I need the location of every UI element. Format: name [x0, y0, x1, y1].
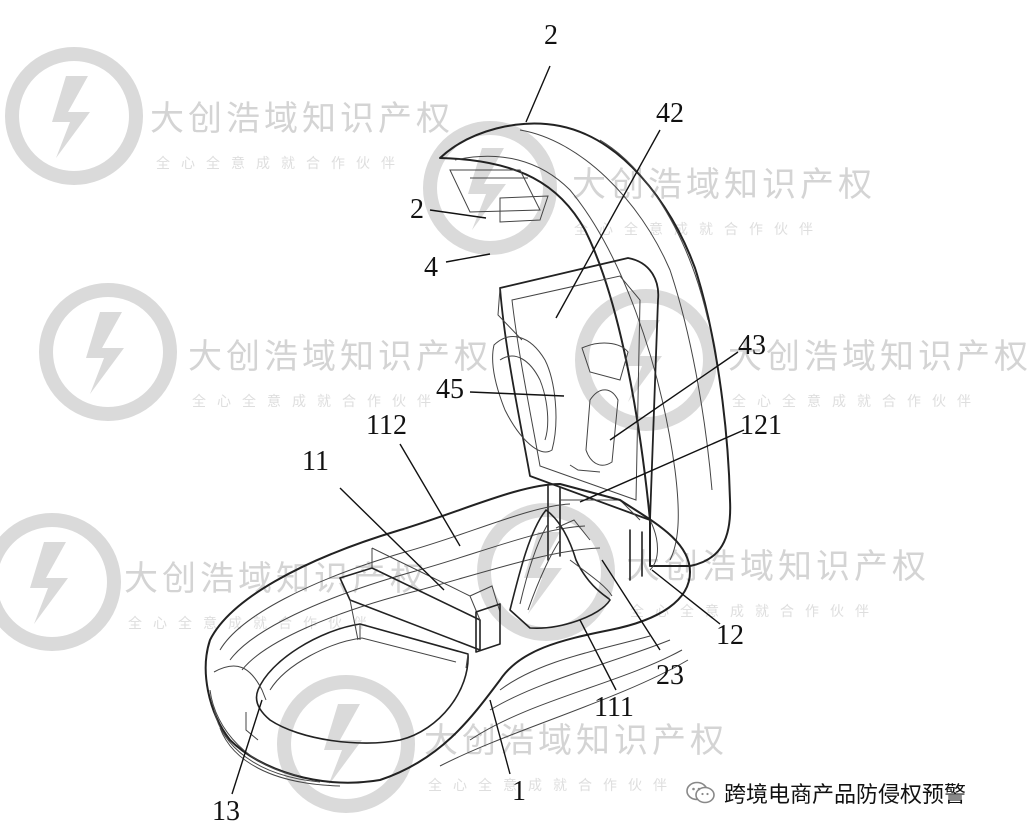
- ramp: [509, 509, 611, 629]
- watermark-subtitle: 全心全意成就合作伙伴: [192, 393, 442, 410]
- ref-label: 4: [424, 252, 438, 283]
- ref-label: 45: [436, 374, 464, 405]
- ref-label: 23: [656, 660, 684, 691]
- ref-label: 13: [212, 796, 240, 827]
- watermark-subtitle: 全心全意成就合作伙伴: [428, 777, 678, 794]
- lid-shell: [439, 122, 732, 567]
- watermark-title: 大创浩域知识产权: [150, 99, 454, 139]
- watermark-title: 大创浩域知识产权: [728, 337, 1032, 377]
- watermark-title: 大创浩域知识产权: [124, 559, 428, 599]
- watermark-logo-icon: [5, 47, 143, 185]
- ref-label: 121: [740, 410, 782, 441]
- watermark-subtitle: 全心全意成就合作伙伴: [156, 155, 406, 172]
- leader-lines: [231, 65, 745, 795]
- ref-label: 2: [544, 20, 558, 51]
- watermark-title: 大创浩域知识产权: [188, 337, 492, 377]
- ref-label: 112: [366, 410, 407, 441]
- watermark-logo-icon: [0, 513, 121, 651]
- device-illustration: [204, 122, 732, 787]
- watermark-logo-icon: [277, 675, 415, 813]
- tray-slot: [585, 389, 619, 466]
- base-shell: [204, 483, 691, 784]
- source-caption: 跨境电商产品防侵权预警: [686, 778, 966, 808]
- hinge-post: [547, 485, 561, 561]
- ref-label: 111: [594, 692, 634, 723]
- watermark-subtitle: 全心全意成就合作伙伴: [574, 221, 824, 238]
- watermark-subtitle: 全心全意成就合作伙伴: [630, 603, 880, 620]
- watermark-logo-icon: [575, 289, 717, 431]
- watermark-logo-icon: [423, 121, 557, 255]
- wechat-icon: [686, 781, 715, 804]
- watermark-title: 大创浩域知识产权: [572, 165, 876, 205]
- base-cavity: [255, 623, 469, 744]
- watermark-logo-icon: [39, 283, 177, 421]
- ref-label: 12: [716, 620, 744, 651]
- reference-labels: 2 42 2 4 43 45 112 121 11 12 23 111 1 13: [212, 20, 782, 827]
- watermark-subtitle: 全心全意成就合作伙伴: [732, 393, 982, 410]
- lid-inner-rim: [454, 155, 679, 561]
- tray-pocket: [492, 336, 557, 453]
- caption-text: 跨境电商产品防侵权预警: [724, 783, 967, 808]
- tray-panel: [499, 257, 660, 521]
- ref-label: 2: [410, 194, 424, 225]
- ref-label: 42: [656, 98, 684, 129]
- ref-label: 1: [512, 776, 526, 807]
- compartment-wall: [339, 567, 481, 651]
- watermark-title: 大创浩域知识产权: [424, 721, 728, 761]
- ref-label: 11: [302, 446, 329, 477]
- watermarks: 大创浩域知识产权 全心全意成就合作伙伴 大创浩域知识产权 全心全意成就合作伙伴 …: [0, 47, 1032, 813]
- ref-label: 43: [738, 330, 766, 361]
